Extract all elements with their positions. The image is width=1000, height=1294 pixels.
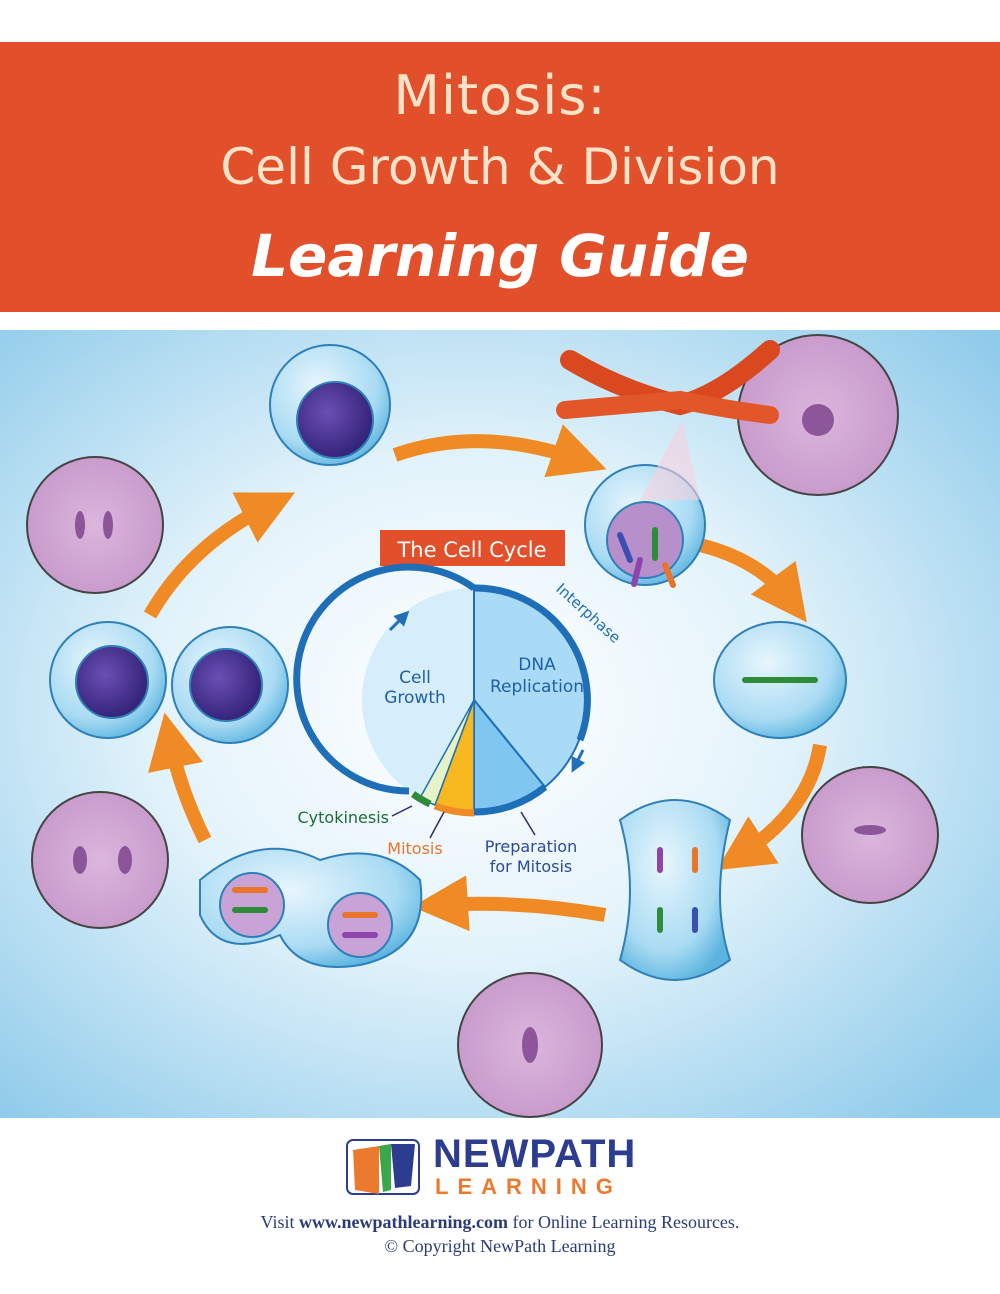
newpath-learning-logo: NEWPATH LEARNING bbox=[345, 1132, 645, 1199]
title-mitosis: Mitosis: bbox=[393, 64, 607, 127]
chromosome-illustration bbox=[556, 340, 780, 500]
label-cytokinesis: Cytokinesis bbox=[297, 808, 389, 827]
label-for-mitosis: for Mitosis bbox=[490, 857, 573, 876]
arrow-1 bbox=[392, 424, 607, 478]
visit-suffix: for Online Learning Resources. bbox=[508, 1212, 740, 1232]
logo-newpath-text: NEWPATH bbox=[433, 1132, 637, 1176]
label-cell: Cell bbox=[399, 668, 431, 688]
label-mitosis: Mitosis bbox=[387, 839, 442, 858]
arrow-5 bbox=[148, 712, 212, 844]
website-link[interactable]: www.newpathlearning.com bbox=[298, 1212, 508, 1232]
cycle-arrows bbox=[143, 424, 827, 932]
arrow-4 bbox=[412, 875, 607, 932]
label-preparation: Preparation bbox=[485, 837, 577, 856]
cell-cycle-title-bg bbox=[380, 530, 565, 566]
copyright: © Copyright NewPath Learning bbox=[384, 1236, 616, 1256]
label-growth: Growth bbox=[384, 688, 446, 708]
visit-line: Visit www.newpathlearning.com for Online… bbox=[0, 1212, 1000, 1233]
arrow-3 bbox=[716, 743, 827, 871]
cover-header: Mitosis: Cell Growth & Division Learning… bbox=[0, 42, 1000, 312]
micrographs bbox=[26, 334, 939, 1118]
title-cell-growth-division: Cell Growth & Division bbox=[220, 138, 780, 196]
micrograph-telophase bbox=[26, 456, 164, 594]
label-replication: Replication bbox=[490, 677, 584, 697]
cell-cycle-illustration: The Cell Cycle Interphase Cell Growth DN… bbox=[0, 330, 1000, 1118]
cell-cycle-title: The Cell Cycle bbox=[396, 538, 546, 562]
logo-learning-text: LEARNING bbox=[435, 1174, 622, 1199]
label-dna: DNA bbox=[518, 655, 556, 675]
cell-anaphase bbox=[618, 799, 732, 981]
subtitle-learning-guide: Learning Guide bbox=[251, 222, 749, 290]
arrow-6 bbox=[143, 492, 296, 619]
micrograph-late-telophase bbox=[31, 791, 169, 929]
book-logo-icon bbox=[346, 1139, 420, 1195]
visit-prefix: Visit bbox=[260, 1212, 299, 1232]
arrow-2 bbox=[698, 538, 807, 623]
cell-cycle-pie: The Cell Cycle Interphase Cell Growth DN… bbox=[293, 530, 624, 876]
